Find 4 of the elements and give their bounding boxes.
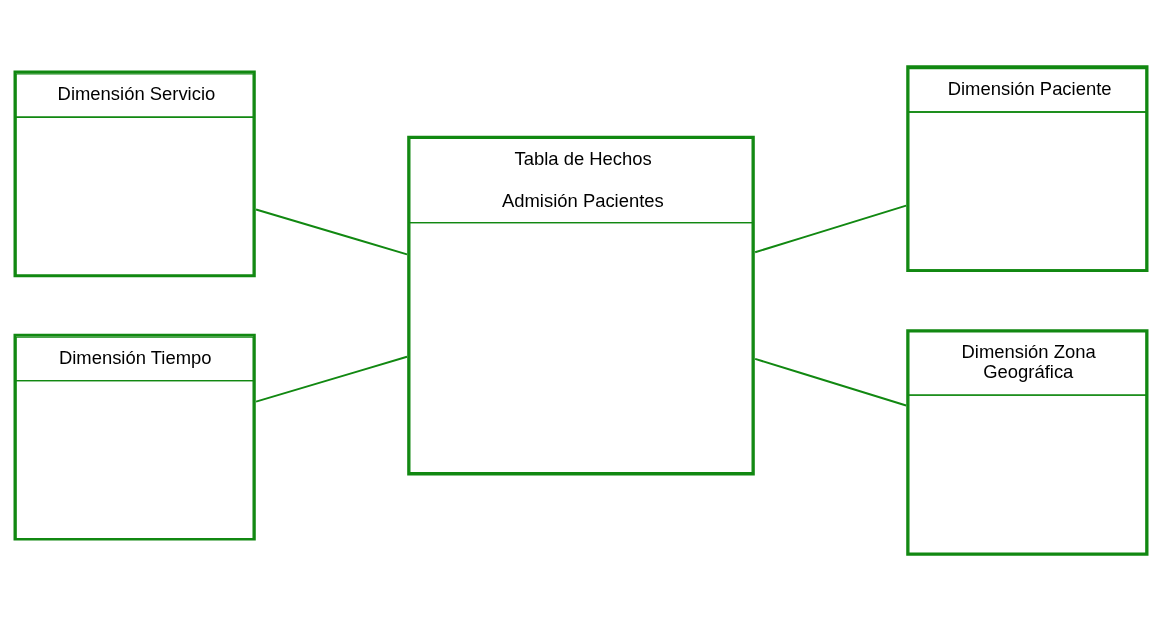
connector	[754, 357, 908, 407]
connector	[255, 355, 408, 403]
connector	[255, 208, 408, 256]
connector	[754, 204, 908, 254]
